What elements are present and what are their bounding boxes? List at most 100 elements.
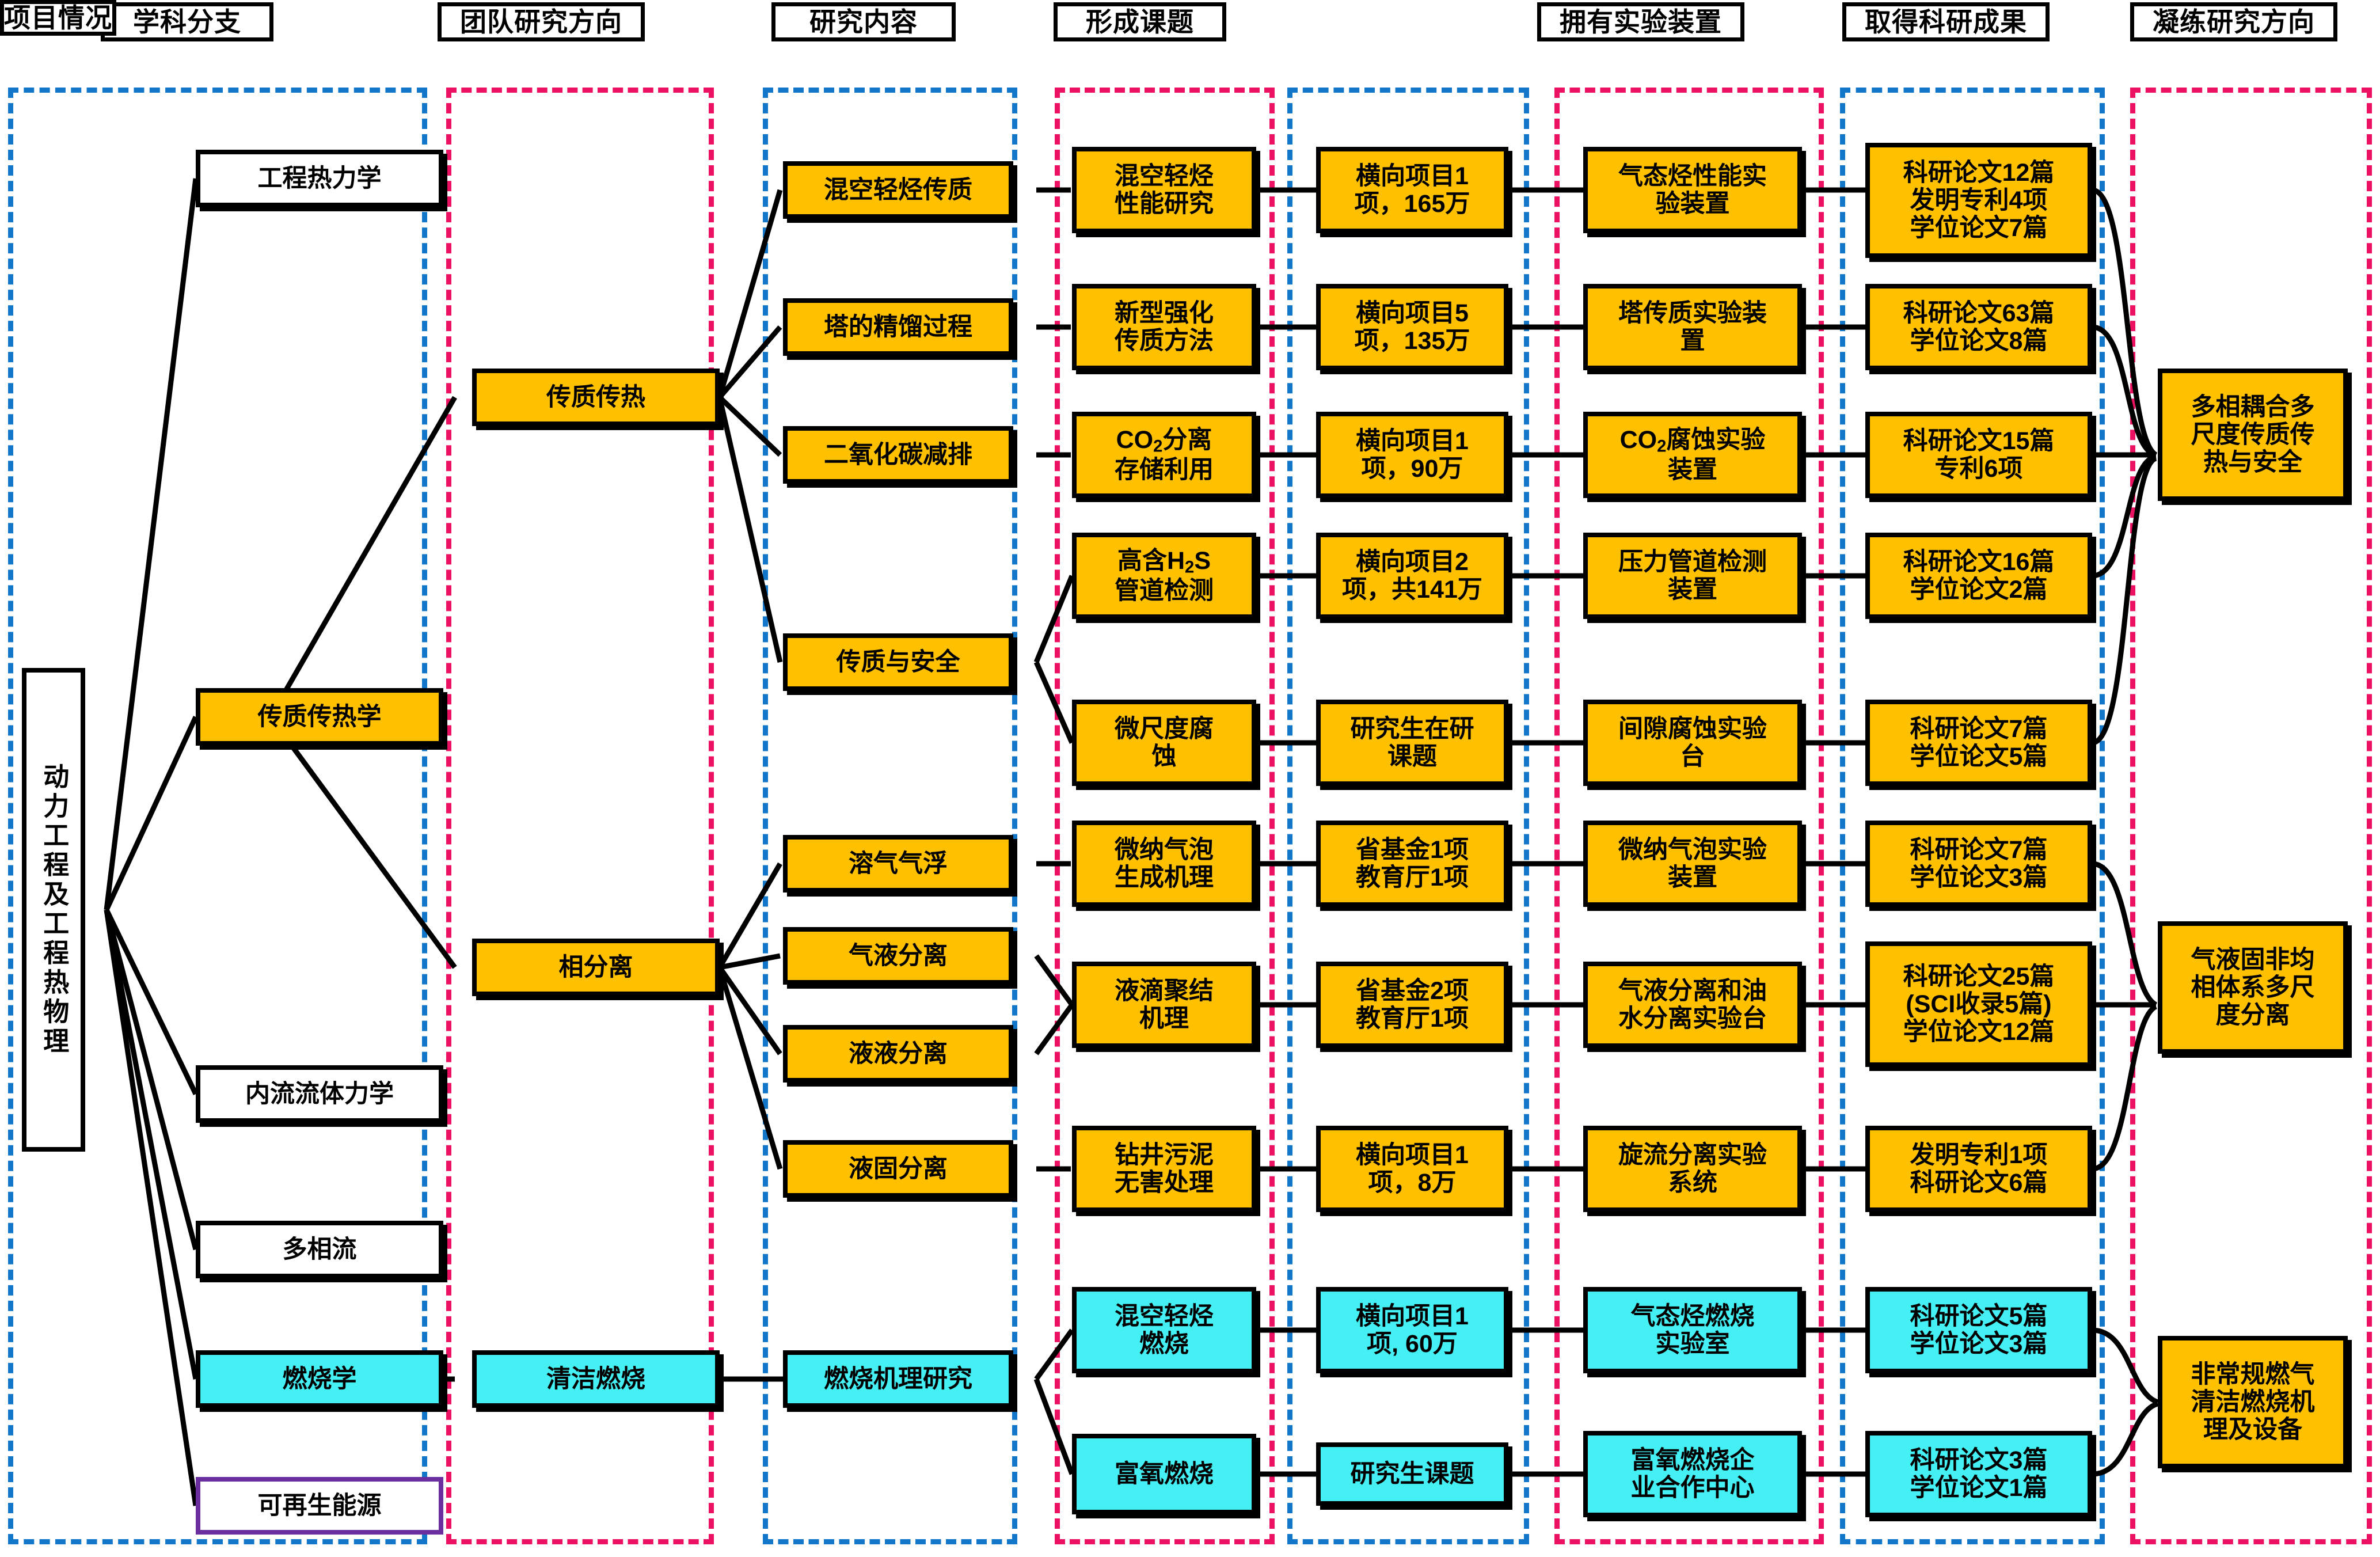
equipment-9[interactable]: 富氧燃烧企 业合作中心 xyxy=(1583,1431,1802,1517)
band-experimental-equipment xyxy=(1554,88,1824,1544)
research-content-liquid-liquid-separation[interactable]: 液液分离 xyxy=(783,1025,1013,1083)
formed-topic-label: 混空轻烃 燃烧 xyxy=(1115,1302,1214,1358)
refined-direction-0[interactable]: 多相耦合多 尺度传质传 热与安全 xyxy=(2158,369,2348,501)
achievement-2[interactable]: 科研论文15篇 专利6项 xyxy=(1865,412,2092,498)
root-node[interactable]: 动力工程及工程热物理 xyxy=(22,668,85,1152)
research-content-gas-liquid-separation[interactable]: 气液分离 xyxy=(783,927,1013,985)
equipment-6[interactable]: 气液分离和油 水分离实验台 xyxy=(1583,962,1802,1048)
formed-topic-label: 微纳气泡 生成机理 xyxy=(1115,836,1214,891)
team-direction-phase-separation[interactable]: 相分离 xyxy=(472,939,720,996)
achievement-8[interactable]: 科研论文5篇 学位论文3篇 xyxy=(1865,1287,2092,1373)
research-content-label: 溶气气浮 xyxy=(849,849,948,878)
achievement-9[interactable]: 科研论文3篇 学位论文1篇 xyxy=(1865,1431,2092,1517)
project-status-6[interactable]: 省基金2项 教育厅1项 xyxy=(1316,962,1508,1048)
equipment-label: 富氧燃烧企 业合作中心 xyxy=(1630,1446,1755,1502)
project-status-7[interactable]: 横向项目1 项，8万 xyxy=(1316,1126,1508,1212)
equipment-7[interactable]: 旋流分离实验 系统 xyxy=(1583,1126,1802,1212)
equipment-8[interactable]: 气态烃燃烧 实验室 xyxy=(1583,1287,1802,1373)
achievement-5[interactable]: 科研论文7篇 学位论文3篇 xyxy=(1865,821,2092,907)
team-direction-clean-combustion[interactable]: 清洁燃烧 xyxy=(472,1350,720,1408)
equipment-label: CO2腐蚀实验装置 xyxy=(1619,426,1766,484)
achievement-label: 科研论文15篇 专利6项 xyxy=(1903,427,2055,483)
project-status-label: 横向项目2 项，共141万 xyxy=(1342,548,1482,603)
discipline-engineering-thermodynamics[interactable]: 工程热力学 xyxy=(196,150,443,207)
project-status-5[interactable]: 省基金1项 教育厅1项 xyxy=(1316,821,1508,907)
achievement-label: 科研论文3篇 学位论文1篇 xyxy=(1910,1446,2048,1502)
formed-topic-label: CO2分离存储利用 xyxy=(1115,426,1214,484)
band-refined-direction xyxy=(2130,88,2372,1544)
formed-topic-label: 微尺度腐 蚀 xyxy=(1115,715,1214,770)
formed-topic-1[interactable]: 新型强化 传质方法 xyxy=(1072,284,1256,370)
formed-topic-7[interactable]: 钻井污泥 无害处理 xyxy=(1072,1126,1256,1212)
equipment-label: 塔传质实验装 置 xyxy=(1618,299,1767,355)
equipment-4[interactable]: 间隙腐蚀实验 台 xyxy=(1583,700,1802,786)
equipment-1[interactable]: 塔传质实验装 置 xyxy=(1583,284,1802,370)
equipment-0[interactable]: 气态烃性能实 验装置 xyxy=(1583,147,1802,233)
formed-topic-label: 新型强化 传质方法 xyxy=(1115,299,1214,355)
discipline-label: 燃烧学 xyxy=(282,1365,357,1393)
research-content-label: 燃烧机理研究 xyxy=(824,1365,972,1393)
achievement-label: 科研论文63篇 学位论文8篇 xyxy=(1903,299,2055,355)
achievement-label: 科研论文7篇 学位论文5篇 xyxy=(1910,715,2048,770)
discipline-multiphase-flow[interactable]: 多相流 xyxy=(196,1221,443,1278)
formed-topic-4[interactable]: 微尺度腐 蚀 xyxy=(1072,700,1256,786)
research-content-label: 液液分离 xyxy=(849,1039,948,1068)
equipment-3[interactable]: 压力管道检测 装置 xyxy=(1583,533,1802,619)
refined-direction-2[interactable]: 非常规燃气 清洁燃烧机 理及设备 xyxy=(2158,1336,2348,1468)
research-content-label: 二氧化碳减排 xyxy=(824,440,972,469)
achievement-3[interactable]: 科研论文16篇 学位论文2篇 xyxy=(1865,533,2092,619)
achievement-0[interactable]: 科研论文12篇 发明专利4项 学位论文7篇 xyxy=(1865,143,2092,258)
research-content-tower-distillation[interactable]: 塔的精馏过程 xyxy=(783,298,1013,356)
equipment-2[interactable]: CO2腐蚀实验装置 xyxy=(1583,412,1802,498)
project-status-1[interactable]: 横向项目5 项，135万 xyxy=(1316,284,1508,370)
project-status-label: 研究生课题 xyxy=(1350,1460,1474,1488)
formed-topic-2[interactable]: CO2分离存储利用 xyxy=(1072,412,1256,498)
band-achievements xyxy=(1840,88,2105,1544)
project-status-8[interactable]: 横向项目1 项, 60万 xyxy=(1316,1287,1508,1373)
achievement-6[interactable]: 科研论文25篇 (SCI收录5篇) 学位论文12篇 xyxy=(1865,941,2092,1067)
band-project-status xyxy=(1287,88,1529,1544)
team-direction-label: 清洁燃烧 xyxy=(546,1365,645,1393)
research-content-combustion-mechanism[interactable]: 燃烧机理研究 xyxy=(783,1350,1013,1408)
formed-topic-6[interactable]: 液滴聚结 机理 xyxy=(1072,962,1256,1048)
research-content-dissolved-air-flotation[interactable]: 溶气气浮 xyxy=(783,835,1013,893)
achievement-1[interactable]: 科研论文63篇 学位论文8篇 xyxy=(1865,284,2092,370)
research-content-label: 液固分离 xyxy=(849,1155,948,1183)
research-content-mass-transfer-safety[interactable]: 传质与安全 xyxy=(783,633,1013,691)
formed-topic-label: 混空轻烃 性能研究 xyxy=(1115,162,1214,218)
research-content-light-hydrocarbon-mass-transfer[interactable]: 混空轻烃传质 xyxy=(783,161,1013,219)
project-status-0[interactable]: 横向项目1 项，165万 xyxy=(1316,147,1508,233)
team-direction-mass-heat-transfer[interactable]: 传质传热 xyxy=(472,369,720,426)
achievement-4[interactable]: 科研论文7篇 学位论文5篇 xyxy=(1865,700,2092,786)
project-status-2[interactable]: 横向项目1 项，90万 xyxy=(1316,412,1508,498)
achievement-label: 科研论文25篇 (SCI收录5篇) 学位论文12篇 xyxy=(1903,962,2055,1046)
band-team-direction xyxy=(446,88,714,1544)
project-status-label: 横向项目1 项，90万 xyxy=(1356,427,1469,483)
refined-direction-1[interactable]: 气液固非均 相体系多尺 度分离 xyxy=(2158,921,2348,1054)
header-refined-direction: 凝练研究方向 xyxy=(2130,2,2337,41)
formed-topic-label: 钻井污泥 无害处理 xyxy=(1115,1141,1214,1197)
header-achievements: 取得科研成果 xyxy=(1842,2,2050,41)
formed-topic-0[interactable]: 混空轻烃 性能研究 xyxy=(1072,147,1256,233)
project-status-4[interactable]: 研究生在研 课题 xyxy=(1316,700,1508,786)
team-direction-label: 传质传热 xyxy=(546,383,645,411)
formed-topic-8[interactable]: 混空轻烃 燃烧 xyxy=(1072,1287,1256,1373)
research-content-liquid-solid-separation[interactable]: 液固分离 xyxy=(783,1140,1013,1198)
discipline-combustion[interactable]: 燃烧学 xyxy=(196,1350,443,1408)
formed-topic-5[interactable]: 微纳气泡 生成机理 xyxy=(1072,821,1256,907)
project-status-9[interactable]: 研究生课题 xyxy=(1316,1442,1508,1506)
discipline-renewable-energy[interactable]: 可再生能源 xyxy=(196,1477,443,1535)
achievement-7[interactable]: 发明专利1项 科研论文6篇 xyxy=(1865,1126,2092,1212)
project-status-3[interactable]: 横向项目2 项，共141万 xyxy=(1316,533,1508,619)
formed-topic-9[interactable]: 富氧燃烧 xyxy=(1072,1434,1256,1514)
discipline-internal-fluid-mechanics[interactable]: 内流流体力学 xyxy=(196,1065,443,1123)
research-content-co2-reduction[interactable]: 二氧化碳减排 xyxy=(783,426,1013,484)
discipline-mass-heat-transfer[interactable]: 传质传热学 xyxy=(196,688,443,746)
discipline-label: 多相流 xyxy=(282,1235,357,1263)
equipment-label: 气液分离和油 水分离实验台 xyxy=(1618,977,1767,1032)
equipment-5[interactable]: 微纳气泡实验 装置 xyxy=(1583,821,1802,907)
header-research-content: 研究内容 xyxy=(771,2,956,41)
equipment-label: 气态烃燃烧 实验室 xyxy=(1630,1302,1755,1358)
